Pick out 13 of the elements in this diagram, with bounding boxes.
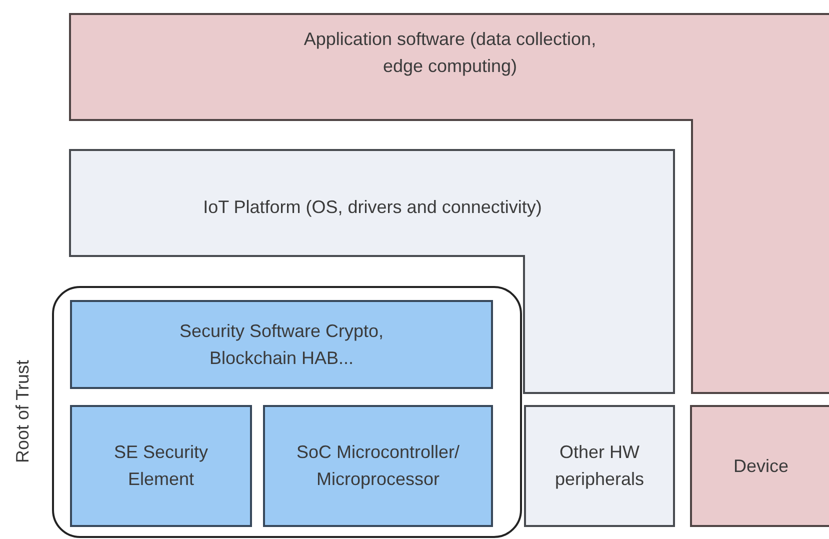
layer-box — [690, 405, 829, 527]
layer-box — [70, 300, 493, 389]
layer-box — [524, 405, 675, 527]
layer-box — [70, 405, 252, 527]
box-label: Security Software Crypto, Blockchain HAB... — [178, 320, 385, 370]
layer-label: IoT Platform (OS, drivers and connectivity) — [202, 196, 543, 219]
box-label: SE Security Element — [112, 441, 210, 491]
layer-box — [263, 405, 493, 527]
group-label: Root of Trust — [12, 358, 34, 466]
layer-label: Application software (data collection, edge computing) — [302, 28, 598, 78]
box-label: Other HW peripherals — [554, 441, 646, 491]
box-label: SoC Microcontroller/ Microprocessor — [295, 441, 461, 491]
box-label: Device — [732, 454, 790, 478]
